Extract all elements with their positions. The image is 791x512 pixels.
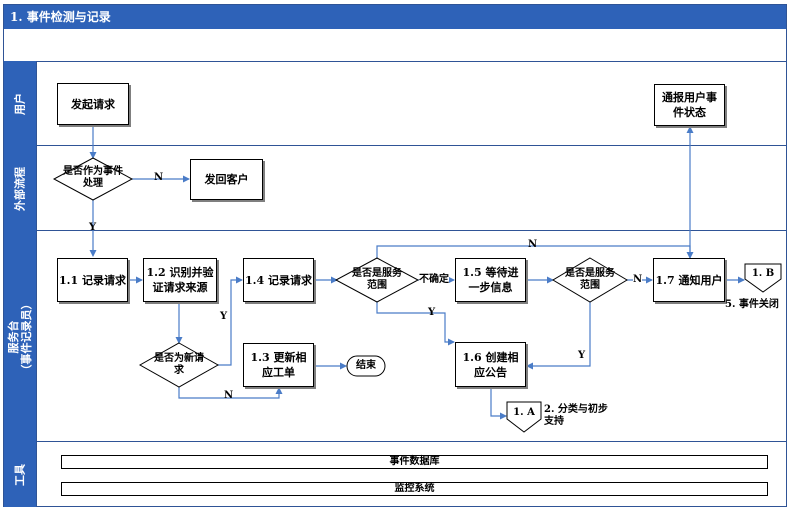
lane-external <box>4 146 786 231</box>
node-1-2-verify: 1.2 识别并验证请求来源 <box>143 258 217 302</box>
lane-user <box>4 61 786 146</box>
label-n-right: N <box>633 274 643 286</box>
edge-scope1-to-1-6 <box>376 302 455 346</box>
label-y-scope2: Y <box>578 350 586 361</box>
decision-is-event <box>52 157 134 201</box>
lane-header-user: 用户 <box>4 61 37 146</box>
label-n-return: N <box>154 172 164 183</box>
lane-service-desk <box>4 231 786 442</box>
decision-is-event-text: 是否作为事件处理 <box>63 166 123 189</box>
edge-is-new-to-1-4 <box>218 276 243 366</box>
label-y-down: Y <box>89 222 97 233</box>
lane-header-tools: 工具 <box>4 442 37 507</box>
decision-scope-2 <box>552 257 628 303</box>
decision-scope1-text: 是否是服务范围 <box>352 268 402 291</box>
edge-is-new-to-1-3 <box>178 387 283 399</box>
decision-is-new <box>138 342 220 388</box>
node-1-5-wait: 1.5 等待进一步信息 <box>455 258 526 302</box>
node-initiate-request: 发起请求 <box>57 83 129 125</box>
node-1-4-record: 1.4 记录请求 <box>243 258 314 302</box>
node-notify-status: 通报用户事件状态 <box>654 84 725 126</box>
end-terminator-text: 结束 <box>356 360 376 371</box>
subtitle-band <box>4 29 786 62</box>
label-n-new: N <box>224 390 234 401</box>
connector-1b-shape <box>744 263 782 293</box>
label-y-scope1: Y <box>428 307 436 318</box>
node-1-1-record: 1.1 记录请求 <box>57 258 128 302</box>
label-uncertain: 不确定 <box>419 274 449 286</box>
decision-is-new-text: 是否为新请求 <box>154 353 204 376</box>
diagram-frame <box>3 4 787 507</box>
connector-1a-shape <box>506 401 542 433</box>
label-classify: 2. 分类与初步支持 <box>544 404 608 427</box>
lane-header-service-desk: 服务台 （事件记录员） <box>4 231 37 442</box>
node-1-6-create: 1.6 创建相应公告 <box>455 342 526 387</box>
node-1-7-notify: 1.7 通知用户 <box>653 258 725 302</box>
tool-event-database: 事件数据库 <box>61 455 768 469</box>
end-terminator-shape <box>346 355 386 377</box>
label-y-new: Y <box>220 311 228 322</box>
edge-scope2-to-1-6 <box>526 302 591 370</box>
node-1-3-update: 1.3 更新相应工单 <box>243 343 314 387</box>
connector-1b-text: 1. B <box>751 268 775 279</box>
edge-1-6-to-1a <box>490 388 507 420</box>
label-n-top: N <box>528 239 538 250</box>
decision-scope-1 <box>334 257 420 303</box>
tool-monitoring-system: 监控系统 <box>61 482 768 496</box>
label-event-close: 5. 事件关闭 <box>725 299 779 310</box>
decision-scope2-text: 是否是服务范围 <box>565 268 615 291</box>
node-return-customer: 发回客户 <box>190 159 263 200</box>
lane-header-external: 外部流程 <box>4 146 37 231</box>
connector-1a-text: 1. A <box>513 407 535 418</box>
diagram-title: 1. 事件检测与记录 <box>4 5 786 29</box>
